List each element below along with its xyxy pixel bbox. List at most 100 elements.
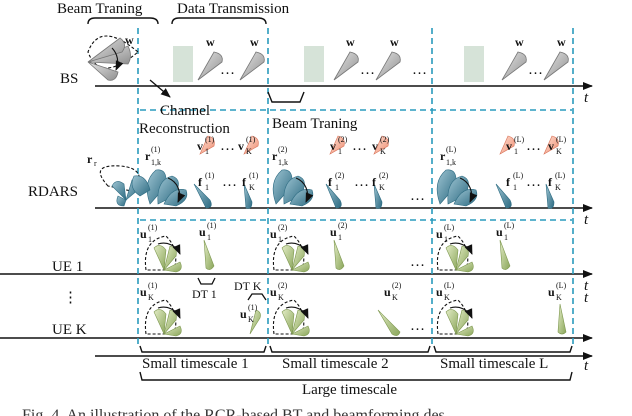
f-labels: f (1) 1 f (1) K f (2) 1 f (2) K f (L) 1 …	[198, 171, 566, 192]
v-sup-2-K: (2)	[380, 135, 390, 144]
dots-rdars-gap: …	[410, 188, 425, 204]
u1-sub-data-L: 1	[504, 233, 508, 242]
w-label-training: w	[125, 33, 134, 47]
beam-training-mid-brace	[267, 91, 305, 103]
v-sub-2-K: K	[380, 147, 386, 156]
uk-sup-train-L: (L)	[444, 281, 455, 290]
v-sup-L-K: (L)	[556, 135, 567, 144]
r1-label: r	[145, 149, 151, 163]
beam-training-mid-label: Beam Traning	[272, 116, 358, 132]
r-label: r	[87, 152, 93, 166]
uk-sup-train-1: (1)	[148, 281, 158, 290]
v-label-2-K: v	[372, 139, 378, 153]
bs-reconstruction-block-2	[304, 46, 324, 82]
f-label-2-1: f	[328, 175, 333, 189]
f-label-L-1: f	[506, 175, 511, 189]
u1-label-data-1: u	[199, 225, 206, 239]
uek-training-fan-2	[272, 299, 310, 337]
rL-sup: (L)	[446, 145, 457, 154]
w-label-1a: w	[206, 35, 215, 49]
f-sup-1-K: (1)	[249, 171, 259, 180]
v-label-1-K: v	[238, 139, 244, 153]
row-label-ue1: UE 1	[52, 259, 83, 275]
dots-f-1: …	[222, 174, 237, 190]
dots-bs-gap: …	[412, 62, 427, 78]
t-label-ue1: t	[584, 278, 589, 294]
v-sup-1-K: (1)	[246, 135, 256, 144]
u1-labels: u (1) 1 u (1) 1 u (2) 1 u (2) 1 u (L) 1 …	[140, 221, 515, 244]
r1-sup: (1)	[151, 145, 161, 154]
dots-v-1: …	[220, 138, 235, 154]
uk-sub-data-1: K	[248, 315, 254, 324]
f-sup-L-1: (L)	[513, 171, 524, 180]
dots-bs-2: …	[360, 62, 375, 78]
beam-training-top-label: Beam Traning	[57, 1, 143, 17]
u1-sup-data-2: (2)	[338, 221, 348, 230]
dots-v-L: …	[526, 138, 541, 154]
f-label-L-K: f	[548, 175, 553, 189]
v-sub-1-K: K	[246, 147, 252, 156]
rdars-v-beams	[199, 135, 559, 155]
beam-training-top-brace	[87, 17, 159, 25]
w-label-2a: w	[346, 35, 355, 49]
u1-label-data-2: u	[330, 225, 337, 239]
f-sub-L-K: K	[555, 183, 561, 192]
v-label-L-1: v	[506, 139, 512, 153]
f-label-1-K: f	[242, 175, 247, 189]
w-label-2b: w	[390, 35, 399, 49]
rL-label: r	[440, 149, 446, 163]
u1-sup-data-L: (L)	[504, 221, 515, 230]
f-sub-2-1: 1	[335, 183, 339, 192]
uk-sup-data-1: (1)	[248, 303, 258, 312]
t-label-uek: t	[584, 290, 589, 306]
large-timescale-label: Large timescale	[302, 382, 397, 398]
r2-sub: 1,k	[278, 158, 288, 167]
uk-sup-data-2: (2)	[392, 281, 402, 290]
dots-bs-L: …	[528, 62, 543, 78]
uk-sup-train-2: (2)	[278, 281, 288, 290]
channel-reconstruction-label-2: Reconstruction	[139, 121, 230, 137]
rdars-f-beams	[193, 183, 555, 209]
uk-label-train-2: u	[270, 285, 277, 299]
u1-sub-train-2: 1	[278, 235, 282, 244]
channel-reconstruction-arrow	[149, 79, 171, 98]
row-label-bs: BS	[60, 71, 78, 87]
dots-f-2: …	[354, 174, 369, 190]
uk-sub-data-L: K	[556, 293, 562, 302]
bs-codebook-fan	[87, 35, 139, 81]
u1-label-train-1: u	[140, 227, 147, 241]
w-label-1b: w	[250, 35, 259, 49]
dtk-brace	[247, 293, 267, 301]
ue1-training-fan-1	[144, 235, 182, 273]
u1-sup-train-2: (2)	[278, 223, 288, 232]
uk-sub-train-2: K	[278, 293, 284, 302]
ue1-training-fan-L	[436, 235, 474, 273]
small-timescale-L-brace	[433, 345, 573, 353]
t-label-bs: t	[584, 90, 589, 106]
uk-sup-data-L: (L)	[556, 281, 567, 290]
t-label-bottom: t	[584, 358, 589, 374]
v-sub-1-1: 1	[205, 147, 209, 156]
r1-sub: 1,k	[151, 158, 161, 167]
bs-transmit-beams	[197, 51, 569, 81]
large-timescale-brace	[139, 371, 573, 381]
dt1-label: DT 1	[192, 287, 217, 301]
small-timescale-2-label: Small timescale 2	[282, 356, 389, 372]
f-sub-1-1: 1	[205, 183, 209, 192]
data-transmission-label: Data Transmission	[177, 1, 290, 17]
f-sup-2-1: (2)	[335, 171, 345, 180]
w-label-La: w	[515, 35, 524, 49]
dots-bs-1: …	[220, 62, 235, 78]
uek-training-fan-L	[436, 299, 474, 337]
dots-uek-gap: …	[410, 318, 425, 334]
uk-label-data-L: u	[548, 285, 555, 299]
small-timescale-L-label: Small timescale L	[440, 356, 548, 372]
f-label-2-K: f	[372, 175, 377, 189]
f-sub-L-1: 1	[513, 183, 517, 192]
small-timescale-1-brace	[139, 345, 267, 353]
data-transmission-brace	[171, 17, 267, 25]
v-label-2-1: v	[330, 139, 336, 153]
uek-data-beams	[249, 303, 567, 336]
f-sub-2-K: K	[379, 183, 385, 192]
